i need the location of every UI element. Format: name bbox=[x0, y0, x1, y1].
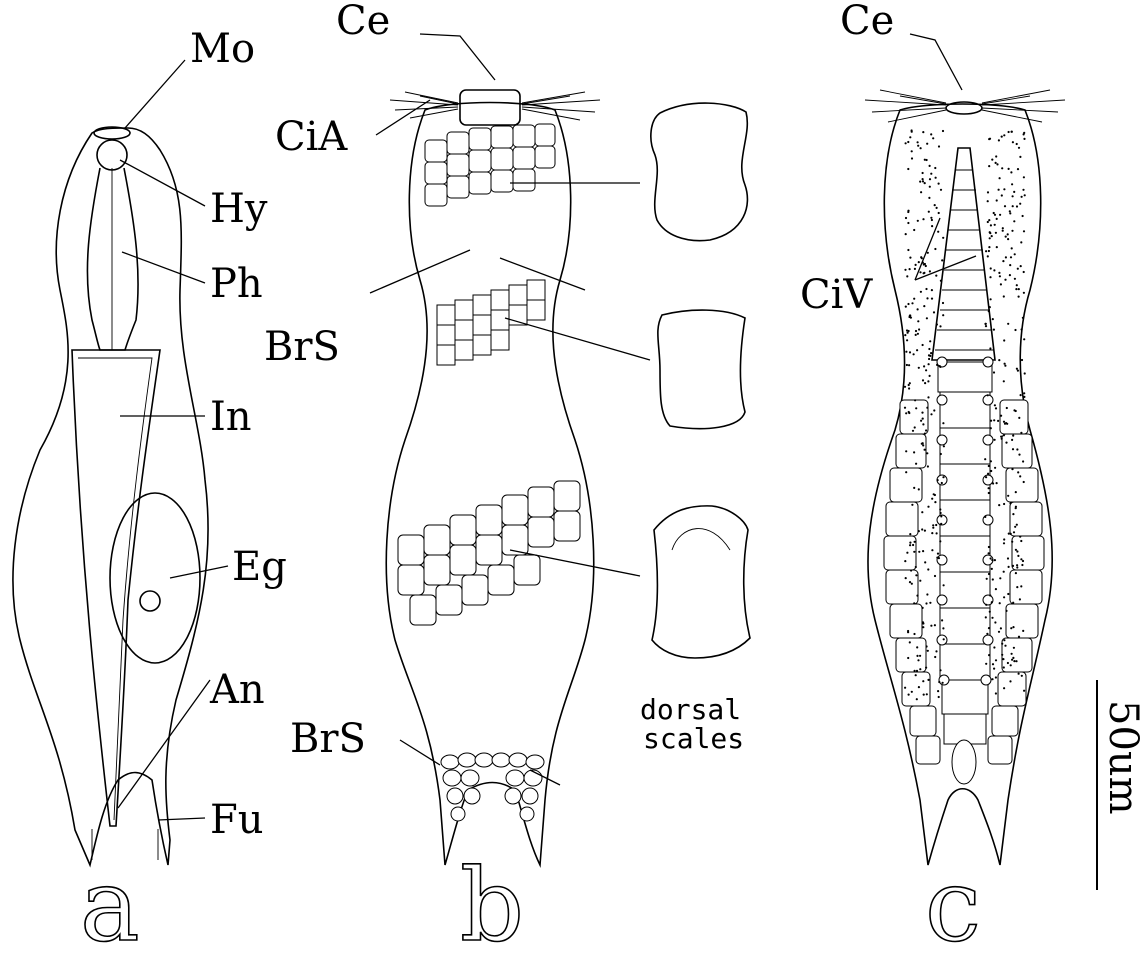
label-brs-mid: BrS bbox=[264, 324, 340, 370]
leader-brs-mid-1 bbox=[370, 250, 470, 293]
label-cia: CiA bbox=[275, 114, 348, 160]
scale-bar-label: 50um bbox=[1100, 700, 1146, 815]
leader-hy bbox=[120, 160, 205, 206]
leader-fu bbox=[158, 818, 205, 820]
egg-nucleus-a bbox=[140, 591, 160, 611]
label-mo: Mo bbox=[190, 26, 255, 72]
label-eg: Eg bbox=[232, 544, 287, 590]
pharynx-a bbox=[87, 168, 138, 350]
specimen-a: Mo Hy Ph In Eg An Fu bbox=[13, 26, 287, 865]
intestine-inner-a bbox=[78, 358, 152, 820]
panel-letter-a: a bbox=[80, 847, 140, 964]
scale-band-top-b bbox=[425, 124, 555, 206]
specimen-c: Ce CiV 50um bbox=[800, 0, 1146, 890]
egg-a bbox=[110, 493, 200, 663]
label-an: An bbox=[209, 667, 265, 713]
leader-civ-2 bbox=[915, 256, 976, 280]
leader-ph bbox=[122, 252, 205, 283]
scale-cluster-furca-b bbox=[441, 753, 544, 821]
label-ce-b: Ce bbox=[336, 0, 390, 44]
lateral-scales-right-c bbox=[988, 400, 1044, 764]
label-hy: Hy bbox=[210, 186, 268, 232]
label-in: In bbox=[210, 394, 252, 440]
ventral-plates-c bbox=[938, 362, 992, 784]
dorsal-scale-3-ridge bbox=[672, 529, 730, 550]
specimen-b: Ce CiA BrS BrS dorsal scales bbox=[264, 0, 750, 865]
cephalion-b bbox=[460, 90, 520, 125]
label-civ: CiV bbox=[800, 272, 873, 318]
leader-ce-b bbox=[420, 34, 495, 80]
cilia-tuft-left-c bbox=[865, 90, 946, 122]
scale-band-mid-b bbox=[437, 280, 545, 365]
pharynx-ladder-c bbox=[932, 148, 995, 360]
cilia-tuft-right-b bbox=[522, 92, 600, 120]
dorsal-scale-1 bbox=[651, 103, 748, 241]
scale-band-lower-b bbox=[398, 481, 580, 625]
label-ph: Ph bbox=[210, 261, 263, 307]
label-fu: Fu bbox=[210, 797, 264, 843]
panel-letter-c: c bbox=[925, 847, 981, 964]
intestine-a bbox=[72, 350, 160, 826]
label-ce-c: Ce bbox=[840, 0, 894, 44]
leader-mo bbox=[125, 60, 185, 128]
label-scales: scales bbox=[643, 722, 744, 755]
label-brs-furca: BrS bbox=[290, 716, 366, 762]
panel-letter-b: b bbox=[460, 847, 524, 964]
leader-ce-c bbox=[910, 34, 962, 90]
leader-an bbox=[118, 680, 210, 808]
dorsal-scale-2 bbox=[658, 310, 745, 429]
leader-brs-furca-1 bbox=[400, 740, 440, 765]
body-outline-a bbox=[13, 128, 208, 865]
cilia-tuft-right-c bbox=[982, 90, 1065, 122]
lateral-scales-left-c bbox=[884, 400, 940, 764]
leader-scale-2 bbox=[505, 318, 650, 360]
hypostomion-a bbox=[97, 140, 127, 170]
